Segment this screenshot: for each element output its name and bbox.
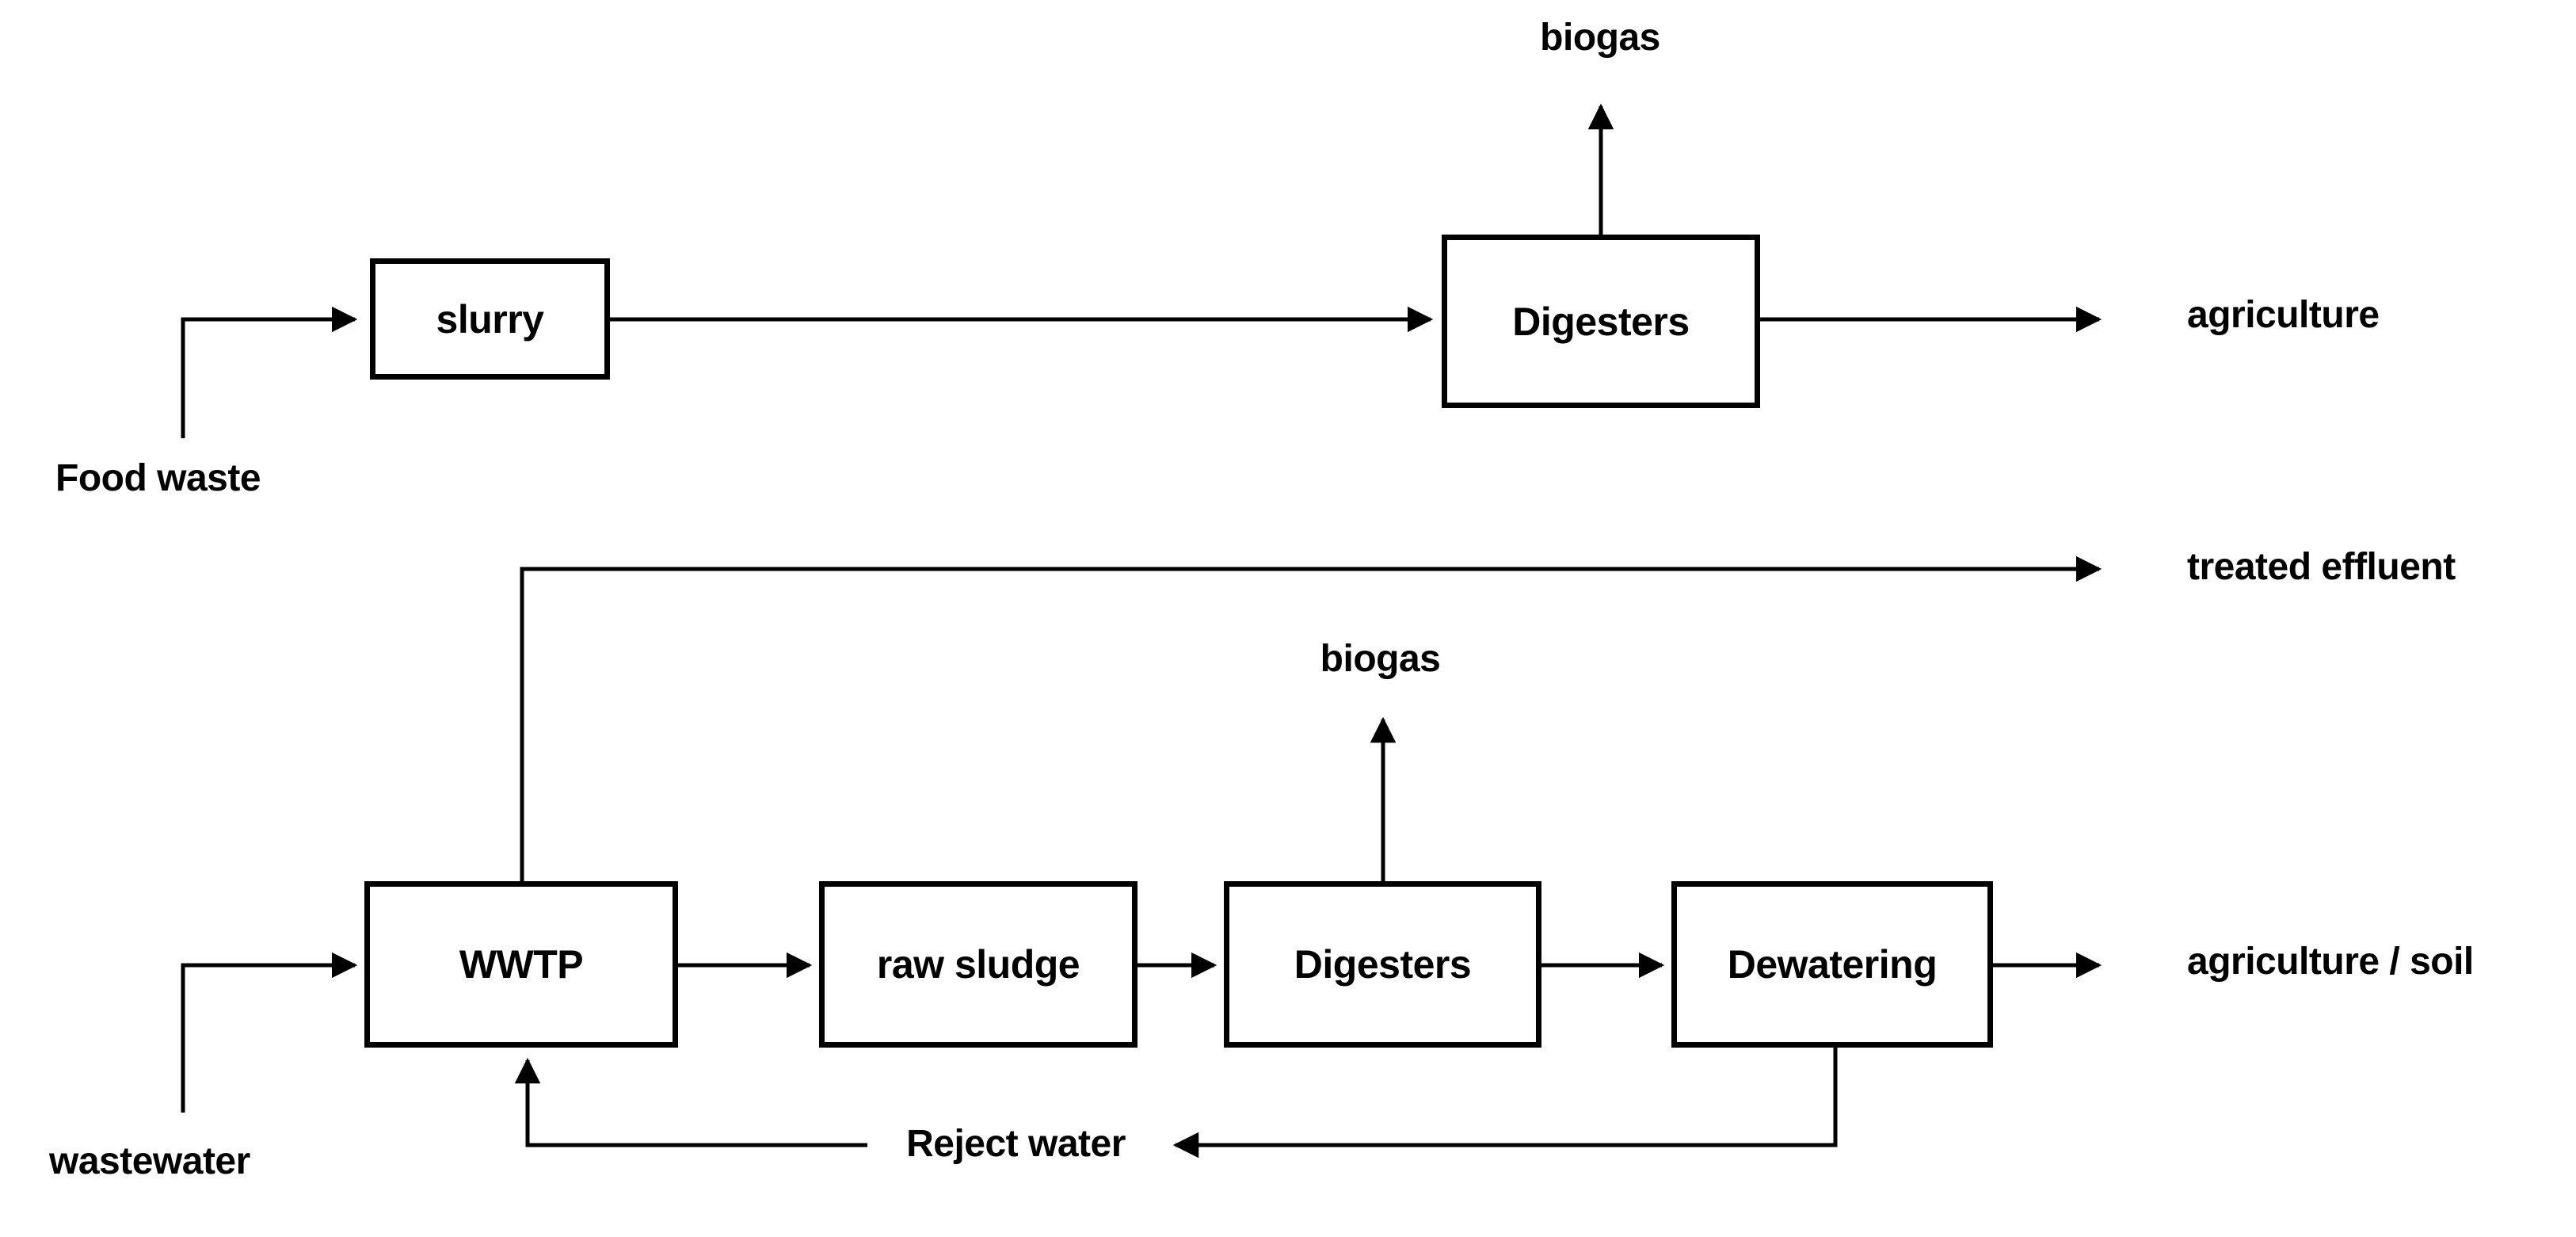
node-digesters-top: Digesters xyxy=(1442,235,1760,408)
node-digesters-bottom: Digesters xyxy=(1224,881,1541,1048)
node-dewatering: Dewatering xyxy=(1671,881,1993,1048)
label-wastewater: wastewater xyxy=(49,1140,250,1182)
arrow-food-waste-to-slurry xyxy=(181,306,358,438)
label-food-waste: Food waste xyxy=(55,457,261,499)
node-digesters-top-label: Digesters xyxy=(1512,299,1690,344)
label-agriculture-soil: agriculture / soil xyxy=(2187,941,2474,983)
label-biogas-bottom: biogas xyxy=(1320,638,1441,680)
label-biogas-top: biogas xyxy=(1540,17,1660,59)
node-wwtp-label: WWTP xyxy=(459,942,584,987)
label-agriculture: agriculture xyxy=(2187,294,2380,336)
node-raw-sludge-label: raw sludge xyxy=(876,942,1080,987)
node-wwtp: WWTP xyxy=(364,881,678,1048)
arrow-reject-water-to-wwtp xyxy=(514,1057,867,1147)
arrow-wwtp-to-treated-effluent xyxy=(520,556,2102,881)
node-dewatering-label: Dewatering xyxy=(1727,942,1938,987)
node-raw-sludge: raw sludge xyxy=(819,881,1137,1048)
node-digesters-bottom-label: Digesters xyxy=(1294,942,1472,987)
arrow-dewatering-to-reject-water xyxy=(1172,1048,1838,1159)
label-treated-effluent: treated effluent xyxy=(2187,546,2456,588)
label-reject-water: Reject water xyxy=(906,1123,1126,1165)
arrow-wastewater-to-wwtp xyxy=(181,952,358,1113)
node-slurry: slurry xyxy=(370,258,610,380)
node-slurry-label: slurry xyxy=(436,296,544,342)
